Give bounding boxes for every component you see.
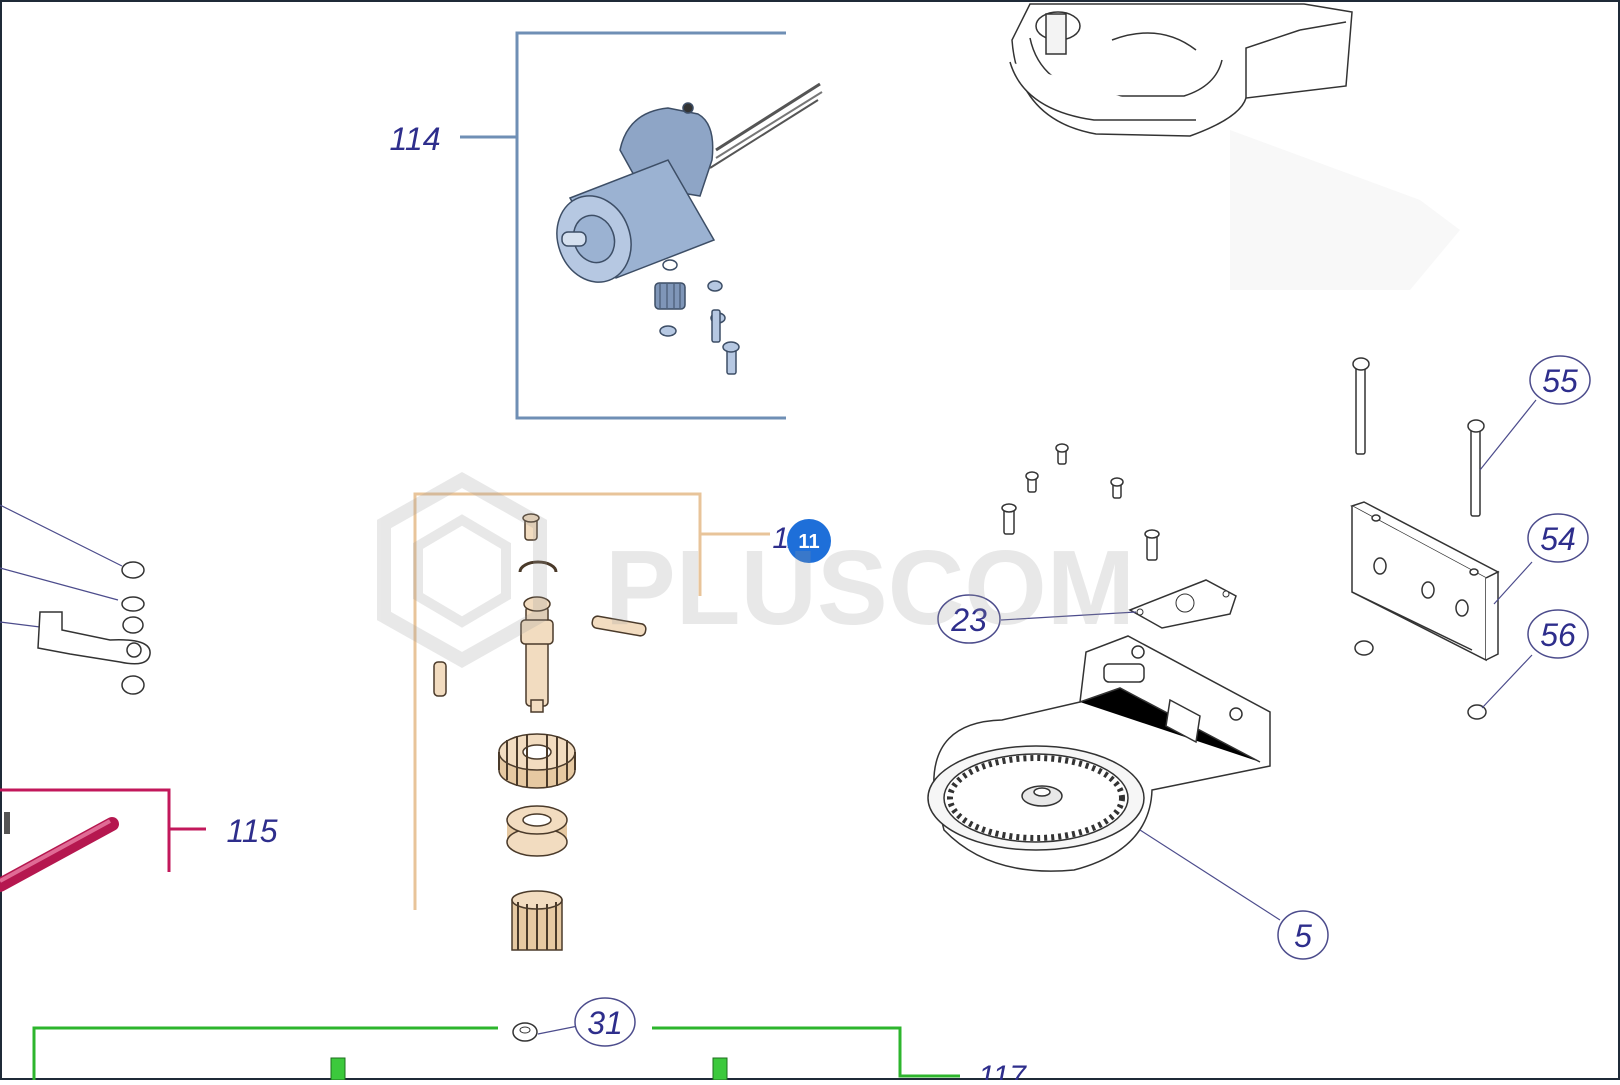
group-117: 117 (32, 1022, 1027, 1085)
group-117-label: 117 (978, 1060, 1027, 1080)
watermark-text: PLUSCOM (605, 529, 1135, 647)
group-114-bracket (515, 31, 786, 420)
green-bolt-right (712, 1057, 728, 1081)
callout-31: 31 (574, 997, 636, 1047)
green-bolt-left (330, 1057, 346, 1081)
hex-nut-31 (512, 1022, 538, 1042)
magenta-shaft (0, 812, 119, 892)
nut-3 (121, 675, 145, 695)
spur-gear-large (498, 733, 576, 789)
callout-56: 56 (1527, 609, 1589, 659)
watermark-hexagon-logo (377, 471, 547, 669)
pinion-gear (511, 890, 563, 951)
group-117-bracket-left (32, 1026, 498, 1080)
electric-motor (556, 82, 823, 283)
faded-background-shape (1230, 130, 1460, 290)
svg-text:54: 54 (1540, 521, 1576, 557)
group-114: 114 (389, 31, 823, 420)
group-116: 11 11 (413, 492, 831, 951)
blue-location-marker[interactable] (787, 519, 831, 563)
svg-text:23: 23 (950, 602, 987, 638)
gear-shaft (520, 596, 554, 713)
group-115: 115 (0, 788, 278, 892)
base-ring-gear-5 (927, 635, 1271, 872)
small-pin (522, 513, 540, 541)
left-linkage-parts (0, 504, 151, 695)
ball-bearing (506, 805, 568, 857)
base-housing (1009, 3, 1353, 137)
long-bolts (1352, 357, 1485, 517)
group-117-bracket-right (652, 1026, 960, 1078)
group-115-label: 115 (226, 813, 277, 849)
motor-screws (659, 280, 740, 375)
pluscom-watermark: PLUSCOM (377, 471, 1135, 669)
motor-pinion (654, 259, 686, 310)
key-pin-left (433, 661, 447, 697)
nut-2 (122, 616, 144, 634)
link-plate (37, 611, 151, 665)
group-115-bracket (0, 788, 171, 872)
callout-55: 55 (1529, 355, 1591, 405)
washer-1 (121, 596, 145, 612)
svg-text:56: 56 (1540, 617, 1576, 653)
group-116-bracket (413, 492, 702, 910)
callout-54: 54 (1527, 513, 1589, 563)
screw-set (1001, 443, 1160, 561)
svg-text:55: 55 (1542, 363, 1578, 399)
key-pin-right (591, 615, 647, 637)
group-114-label: 114 (389, 121, 440, 157)
hex-nut-1 (121, 561, 145, 579)
marker-text: 11 (798, 531, 819, 553)
bracket-54 (1350, 501, 1500, 662)
svg-text:31: 31 (587, 1005, 623, 1041)
callout-23: 23 (937, 594, 1001, 644)
circlip (518, 560, 558, 573)
svg-text:5: 5 (1294, 918, 1312, 954)
nuts-56 (1354, 640, 1487, 720)
mounting-plate-23 (1128, 579, 1237, 629)
callout-5: 5 (1277, 910, 1329, 960)
callout-leaders (537, 399, 1537, 1035)
